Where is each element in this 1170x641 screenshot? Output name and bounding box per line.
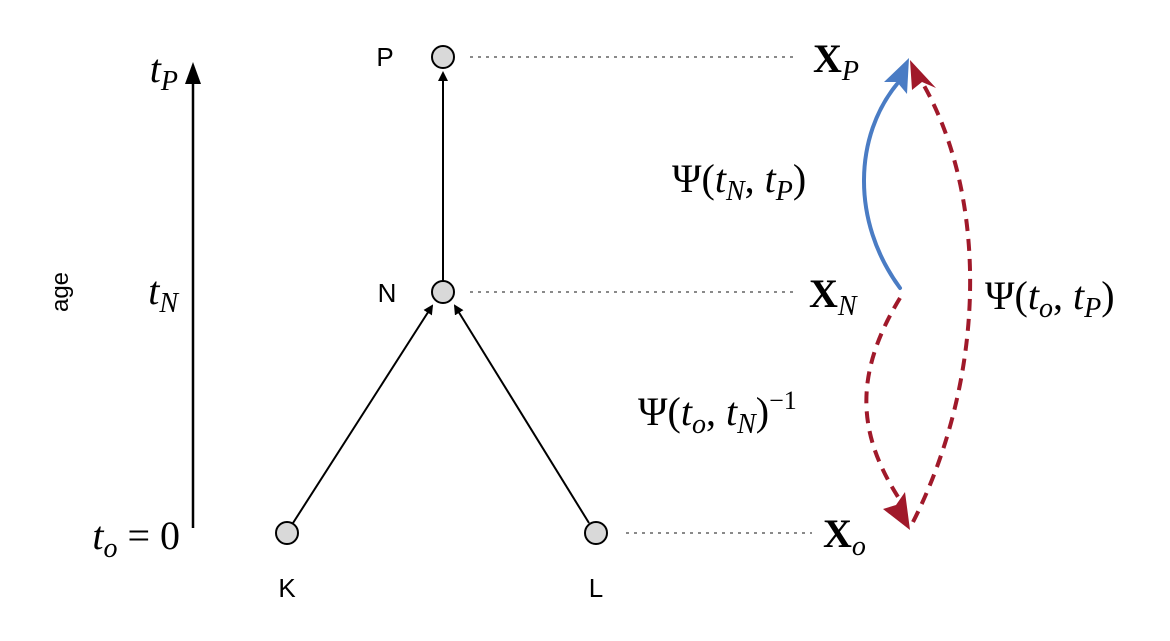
node-l: [584, 521, 608, 545]
transition-n-to-o-label: Ψ(to, tN)−1: [638, 386, 797, 440]
node-label-k: K: [278, 573, 296, 603]
age-axis-label: age: [47, 272, 74, 312]
age-axis-arrowhead: [185, 62, 201, 84]
state-label-x-p: XP: [813, 36, 859, 87]
node-label-l: L: [589, 573, 603, 603]
node-p: [431, 45, 455, 69]
node-label-n: N: [378, 278, 397, 308]
node-label-p: P: [376, 42, 393, 72]
transition-o-to-p-label: Ψ(to, tP): [985, 273, 1115, 324]
transition-n-to-o-curve: [864, 296, 904, 505]
transition-n-to-o-arrowhead: [883, 492, 910, 530]
state-label-x-n: XN: [809, 271, 858, 322]
transition-o-to-p-arrowhead: [910, 60, 936, 90]
tick-label-t-p: tP: [150, 46, 178, 97]
node-n: [431, 280, 455, 304]
node-k: [275, 521, 299, 545]
edge-k-n: [292, 304, 434, 524]
edge-l-n: [453, 304, 590, 524]
tick-label-t-n: tN: [148, 268, 179, 319]
age-axis: age: [47, 62, 201, 528]
tick-label-t-o: to = 0: [92, 513, 180, 564]
tree-nodes: [275, 45, 608, 545]
transition-n-to-p-curve: [862, 82, 902, 290]
transition-o-to-p-curve: [911, 81, 973, 523]
dotted-guides: [470, 56, 812, 534]
transition-n-to-p-label: Ψ(tN, tP): [672, 156, 806, 207]
transition-n-to-p-arrowhead: [884, 58, 909, 94]
state-label-x-o: Xo: [823, 511, 866, 562]
transition-curves: [862, 58, 973, 530]
tree-edges: [292, 71, 590, 524]
